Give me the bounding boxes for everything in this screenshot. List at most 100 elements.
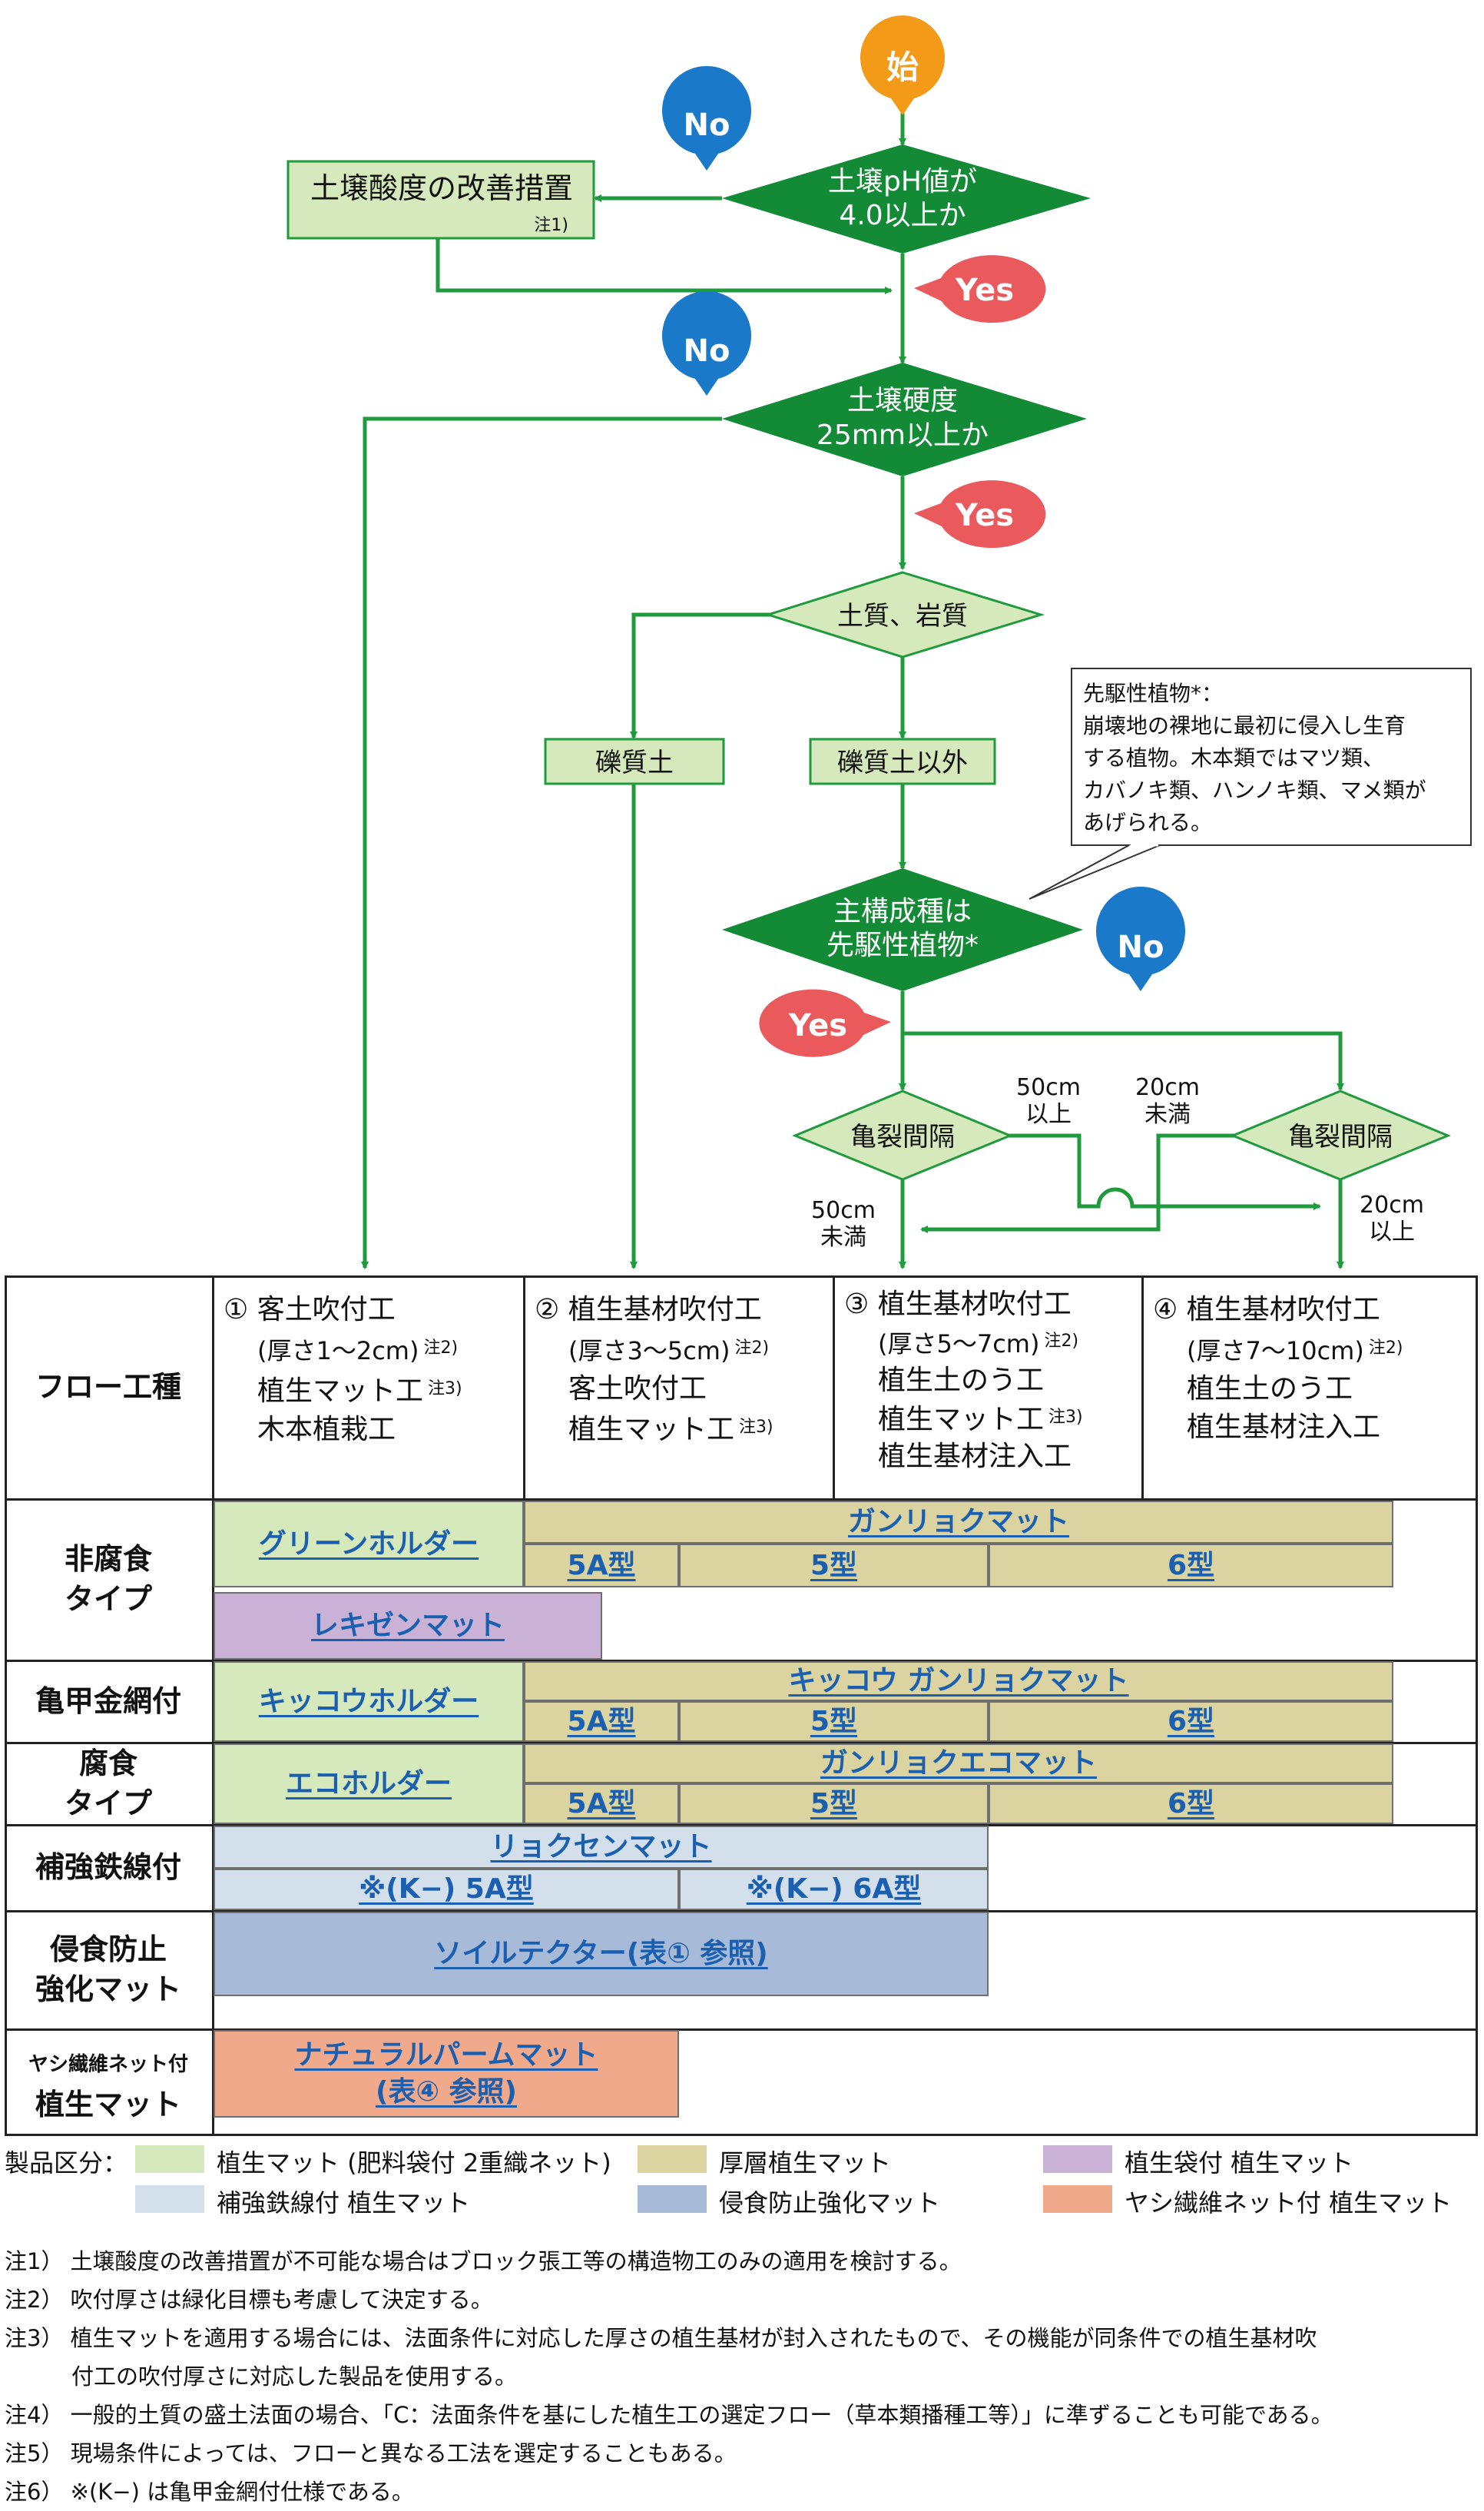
arrow-hard-no [361,416,722,1269]
yes-label: Yes [788,1008,847,1043]
notes: 注1） 土壌酸度の改善措置が不可能な場合はブロック張工等の構造物工のみの適用を検… [5,2242,1479,2511]
arrow-crack-right-under20 [920,1133,1235,1233]
legend: 製品区分： 植生マット (肥料袋付 2重織ネット) 厚層植生マット 植生袋付 植… [0,2144,1484,2228]
gravel-soil-label: 礫質土 [595,748,674,778]
work-cell-3: ③ 植生基材吹付工 (厚さ5～7cm)注2) 植生土のう工 植生マット工注3) … [844,1289,1083,1472]
product-ganriyoku-6[interactable]: 6型 [989,1544,1393,1587]
start-label: 始 [886,48,919,86]
row-label-steel: 補強鉄線付 [35,1850,181,1884]
legend-item-1: 植生マット (肥料袋付 2重織ネット) [217,2148,611,2178]
product-eco-6[interactable]: 6型 [989,1783,1393,1824]
row-divider [5,1824,1478,1826]
product-soil-tector[interactable]: ソイルテクター(表① 参照) [214,1912,989,1996]
pioneer-note-line4: カバノキ類、ハンノキ類、マメ類が [1083,778,1426,803]
product-ganriyoku-5a[interactable]: 5A型 [524,1544,679,1587]
label-50cm-under-1: 50cm [811,1197,876,1224]
label-20cm-over-2: 以上 [1369,1219,1415,1246]
non-gravel-soil-label: 礫質土以外 [837,748,968,778]
no-label: No [1118,930,1164,965]
crack-spacing-diamond-left [792,1090,1013,1181]
row-divider [5,1742,1478,1744]
row-label-nonrot: 非腐食タイプ [64,1542,152,1616]
no-bubble-hardness: No [661,290,751,396]
pioneer-diamond [722,868,1083,991]
pioneer-note-line3: する植物。木本類ではマツ類、 [1083,745,1384,771]
legend-swatch-lightblue [135,2185,204,2213]
col-divider [212,1498,214,2136]
pioneer-question-line2: 先駆性植物* [826,930,979,961]
crack-spacing-label-right: 亀裂間隔 [1288,1122,1393,1153]
row-divider [5,1498,1478,1501]
work-cell-2: ② 植生基材吹付工 (厚さ3～5cm)注2) 客土吹付工 植生マット工注3) [535,1294,773,1445]
no-bubble-ph: No [661,65,751,171]
product-eco-5[interactable]: 5型 [679,1783,989,1824]
legend-item-4: 補強鉄線付 植生マット [217,2188,471,2217]
yes-bubble-ph: Yes [914,255,1046,323]
soil-type-diamond [764,571,1045,658]
product-kikko-5a[interactable]: 5A型 [524,1701,679,1742]
row-label-palm: ヤシ繊維ネット付植生マット [28,2052,188,2121]
product-eco-holder[interactable]: エコホルダー [214,1743,524,1824]
work-cell-4: ④ 植生基材吹付工 (厚さ7～10cm)注2) 植生土のう工 植生基材注入工 [1153,1294,1403,1443]
product-rekizen-mat[interactable]: レキゼンマット [214,1592,602,1660]
row-divider [5,2028,1478,2031]
table-frame [5,1275,1478,2136]
arrow-acid-return [436,238,893,294]
row-label-erosion: 侵食防止強化マット [35,1932,181,2006]
legend-swatch-green [135,2145,204,2173]
ph-diamond [722,144,1091,254]
legend-swatch-steelblue [638,2185,707,2213]
col-divider [833,1275,835,1498]
pioneer-note-line2: 崩壊地の裸地に最初に侵入し生育 [1083,713,1406,738]
col-divider [1141,1275,1144,1498]
product-kikko-5[interactable]: 5型 [679,1701,989,1742]
note-4: 注4） 一般的土質の盛土法面の場合、「C：法面条件を基にした植生工の選定フロー（… [5,2402,1333,2428]
product-kikko-holder[interactable]: キッコウホルダー [214,1661,524,1742]
product-natural-palm-mat[interactable]: ナチュラルパームマット(表④ 参照) [214,2030,679,2118]
label-50cm-over-1: 50cm [1016,1074,1081,1101]
legend-item-5: 侵食防止強化マット [719,2188,941,2217]
hardness-question-line2: 25mm以上か [817,420,989,451]
flowchart: 始 土壌pH値が 4.0以上か No Yes 土壌酸度の改善措置 注1) 土壌硬… [287,15,1472,1269]
product-ganriyoku-mat[interactable]: ガンリョクマット [524,1501,1393,1544]
legend-item-3: 植生袋付 植生マット [1125,2148,1354,2178]
legend-swatch-orange [1043,2185,1112,2213]
ph-question-line1: 土壌pH値が [828,166,977,197]
product-ganriyoku-5[interactable]: 5型 [679,1544,989,1587]
note-6: 注6） ※(K−) は亀甲金網付仕様である。 [5,2479,414,2505]
legend-label: 製品区分： [5,2148,128,2178]
product-ganriyoku-eco-mat[interactable]: ガンリョクエコマット [524,1743,1393,1783]
pioneer-question-line1: 主構成種は [833,896,972,927]
note-3-cont: 付工の吹付厚さに対応した製品を使用する。 [5,2363,518,2390]
start-bubble: 始 [860,15,945,115]
work-cell-1: ① 客土吹付工 (厚さ1～2cm)注2) 植生マット工注3) 木本植栽工 [224,1294,462,1445]
no-label: No [684,108,730,143]
acid-note: 注1) [534,216,568,235]
product-eco-5a[interactable]: 5A型 [524,1783,679,1824]
product-ryokusen-k5a[interactable]: ※(K−) 5A型 [214,1869,679,1910]
soil-type-label: 土質、岩質 [837,601,968,632]
legend-swatch-purple [1043,2145,1112,2173]
hardness-question-line1: 土壌硬度 [847,385,958,416]
arrow-soil-gravel [630,612,791,739]
col-divider [523,1275,525,1498]
crack-spacing-label-left: 亀裂間隔 [850,1122,955,1153]
yes-label: Yes [955,498,1014,533]
note-1: 注1） 土壌酸度の改善措置が不可能な場合はブロック張工等の構造物工のみの適用を検… [5,2248,962,2274]
pioneer-plant-note: 先駆性植物*： 崩壊地の裸地に最初に侵入し生育 する植物。木本類ではマツ類、 カ… [1029,668,1472,900]
product-kikko-6[interactable]: 6型 [989,1701,1393,1742]
product-green-holder[interactable]: グリーンホルダー [214,1501,524,1587]
legend-item-2: 厚層植生マット [719,2148,892,2178]
row-divider [5,1660,1478,1662]
pioneer-note-line1: 先駆性植物*： [1083,681,1223,706]
row-label-rot: 腐食タイプ [64,1746,152,1820]
label-50cm-under-2: 未満 [820,1224,866,1251]
arrow-pioneer-no [903,1031,1344,1091]
arrow-crack-left-over50 [1006,1133,1321,1210]
crack-spacing-diamond-right [1230,1090,1451,1181]
product-ryokusen-mat[interactable]: リョクセンマット [214,1826,989,1869]
product-ryokusen-k6a[interactable]: ※(K−) 6A型 [679,1869,989,1910]
product-kikko-ganriyoku-mat[interactable]: キッコウ ガンリョクマット [524,1661,1393,1701]
pioneer-note-line5: あげられる。 [1083,810,1212,835]
no-label: No [684,333,730,369]
